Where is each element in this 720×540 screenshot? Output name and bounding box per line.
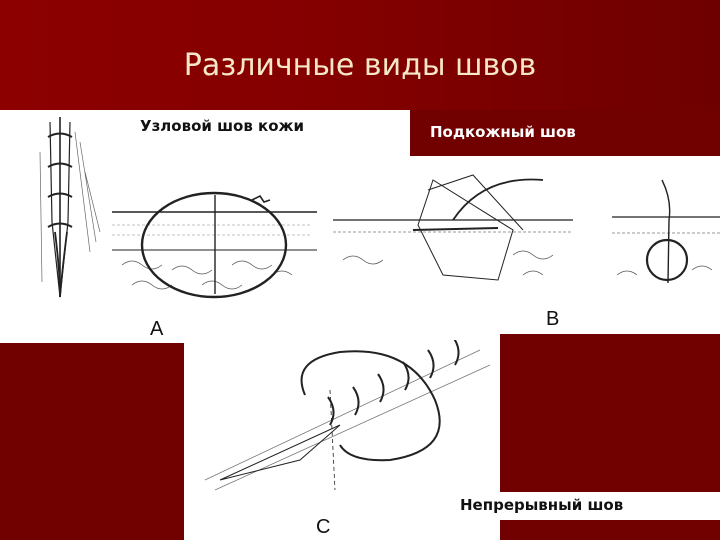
illustration-subcutaneous-cross-section [333, 174, 573, 281]
illustration-continuous-suture [204, 340, 491, 491]
panel-a [0, 110, 410, 343]
label-strip-c [455, 492, 720, 520]
label-subcutaneous-suture: Подкожный шов [430, 123, 576, 141]
label-continuous-suture: Непрерывный шов [460, 496, 624, 514]
slide-title: Различные виды швов [183, 48, 537, 83]
label-bar-b [410, 110, 720, 156]
illustration-interrupted-cross-section [112, 191, 317, 299]
label-interrupted-suture: Узловой шов кожи [140, 117, 304, 135]
block-bottom-left [0, 343, 184, 540]
panel-c [184, 333, 500, 540]
illustration-wound-vertical [39, 117, 101, 298]
illustration-subcutaneous-loop [612, 179, 720, 284]
letter-b: В [546, 308, 560, 330]
letter-a: А [150, 318, 164, 340]
letter-c: С [316, 516, 331, 538]
